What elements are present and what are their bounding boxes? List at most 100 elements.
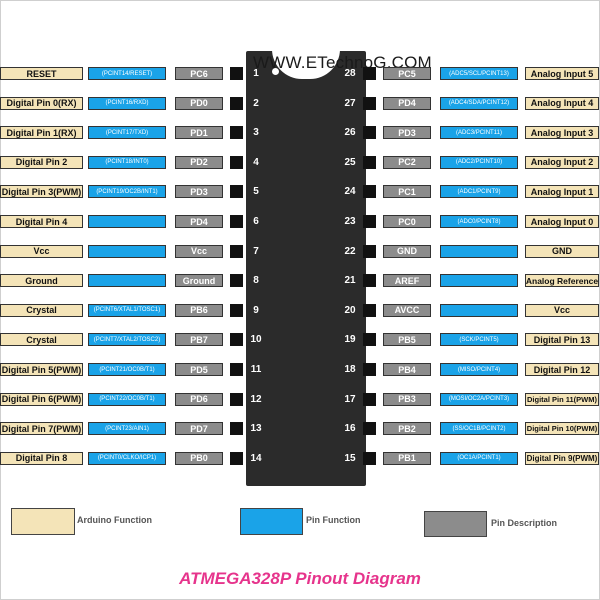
left-pin-number: 1 [253, 68, 259, 79]
left-pin-number: 13 [250, 423, 262, 435]
right-pin-function: (MOSI/OC2A/PCINT3) [440, 392, 518, 406]
right-arduino-label: GND [525, 244, 599, 258]
right-pin-function [440, 274, 518, 288]
legend-label-port: Pin Description [491, 518, 558, 528]
right-pin-number: 28 [344, 68, 356, 79]
right-pin-function: (SS/OC1B/PCINT2) [440, 422, 518, 436]
right-arduino-label: Analog Input 3 [525, 126, 599, 140]
left-pin-function [88, 215, 166, 228]
right-arduino-label: Digital Pin 12 [525, 363, 599, 376]
right-pin-pad [363, 67, 376, 80]
left-arduino-label: Digital Pin 2 [0, 155, 83, 169]
right-pin-pad [363, 451, 376, 465]
right-pin-function [440, 303, 518, 317]
left-arduino-label: Digital Pin 4 [0, 215, 83, 228]
right-arduino-label: Analog Input 2 [525, 155, 599, 169]
left-pin-pad [230, 363, 243, 376]
right-pin-pad [363, 274, 376, 288]
left-pin-pad [230, 126, 243, 140]
right-pin-pad [363, 185, 376, 199]
right-pin-pad [363, 96, 376, 110]
right-pin-pad [363, 155, 376, 169]
right-pin-number: 16 [344, 423, 356, 435]
right-pin-function [440, 244, 518, 258]
right-pin-number: 19 [344, 334, 356, 346]
left-pin-function: (PCINT14/RESET) [88, 67, 166, 80]
left-port-label: PD2 [175, 155, 223, 169]
left-pin-pad [230, 185, 243, 199]
left-pin-number: 7 [253, 245, 259, 257]
right-pin-function: (MISO/PCINT4) [440, 363, 518, 376]
right-pin-function: (SCK/PCINT5) [440, 333, 518, 347]
right-pin-number: 25 [344, 156, 356, 168]
left-arduino-label: Digital Pin 8 [0, 451, 83, 465]
left-pin-number: 4 [253, 156, 259, 168]
right-pin-pad [363, 422, 376, 436]
right-port-label: PB2 [383, 422, 431, 436]
right-pin-function: (ADC0/PCINT8) [440, 215, 518, 228]
right-pin-function: (ADC5/SCL/PCINT13) [440, 67, 518, 80]
right-pin-pad [363, 126, 376, 140]
left-pin-number: 8 [253, 275, 259, 287]
left-port-label: PC6 [175, 67, 223, 80]
right-pin-number: 21 [344, 275, 356, 287]
left-pin-pad [230, 274, 243, 288]
legend-swatch-arduino [11, 508, 75, 535]
left-pin-function [88, 244, 166, 258]
right-pin-function: (ADC2/PCINT10) [440, 155, 518, 169]
left-pin-function: (PCINT0/CLKO/ICP1) [88, 451, 166, 465]
right-pin-pad [363, 244, 376, 258]
right-port-label: PD4 [383, 96, 431, 110]
right-port-label: PC5 [383, 67, 431, 80]
left-pin-pad [230, 333, 243, 347]
left-pin-number: 10 [250, 334, 262, 346]
right-arduino-label: Analog Input 4 [525, 96, 599, 110]
right-pin-number: 20 [344, 304, 356, 316]
diagram-title: ATMEGA328P Pinout Diagram [179, 569, 421, 588]
legend-label-function: Pin Function [306, 515, 361, 525]
left-port-label: PD3 [175, 185, 223, 199]
left-pin-function: (PCINT17/TXD) [88, 126, 166, 140]
left-port-label: PB6 [175, 303, 223, 317]
left-arduino-label: Digital Pin 6(PWM) [0, 392, 83, 406]
right-port-label: PB1 [383, 451, 431, 465]
right-pin-function: (ADC4/SDA/PCINT12) [440, 96, 518, 110]
right-pin-function: (ADC1/PCINT9) [440, 185, 518, 199]
right-port-label: PB5 [383, 333, 431, 347]
right-port-label: PB4 [383, 363, 431, 376]
legend-swatch-function [240, 508, 303, 535]
left-arduino-label: Digital Pin 0(RX) [0, 96, 83, 110]
right-port-label: GND [383, 244, 431, 258]
left-pin-function: (PCINT22/OC0B/T1) [88, 392, 166, 406]
right-arduino-label: Analog Input 1 [525, 185, 599, 199]
right-arduino-label: Digital Pin 11(PWM) [525, 392, 599, 406]
right-port-label: PD3 [383, 126, 431, 140]
pin1-marker-dot [272, 68, 279, 75]
right-port-label: AREF [383, 274, 431, 288]
left-arduino-label: Crystal [0, 333, 83, 347]
right-pin-pad [363, 392, 376, 406]
right-pin-pad [363, 363, 376, 376]
left-port-label: PD4 [175, 215, 223, 228]
right-port-label: AVCC [383, 303, 431, 317]
left-pin-function: (PCINT19/OC2B/INT1) [88, 185, 166, 199]
left-port-label: Ground [175, 274, 223, 288]
right-port-label: PC1 [383, 185, 431, 199]
left-arduino-label: Ground [0, 274, 83, 288]
legend-label-arduino: Arduino Function [77, 515, 152, 525]
left-arduino-label: Digital Pin 3(PWM) [0, 185, 83, 199]
right-pin-function: (OC1A/PCINT1) [440, 451, 518, 465]
left-pin-number: 3 [253, 127, 259, 139]
left-arduino-label: Digital Pin 7(PWM) [0, 422, 83, 436]
right-pin-number: 15 [344, 452, 356, 464]
left-port-label: PB7 [175, 333, 223, 347]
right-pin-number: 17 [344, 393, 356, 405]
right-pin-number: 24 [344, 186, 356, 198]
left-port-label: Vcc [175, 244, 223, 258]
left-pin-pad [230, 67, 243, 80]
right-pin-number: 27 [344, 97, 356, 109]
left-pin-function: (PCINT6/XTAL1/TOSC1) [88, 303, 166, 317]
right-pin-number: 23 [344, 216, 356, 227]
left-arduino-label: RESET [0, 67, 83, 80]
left-pin-function: (PCINT18/INT0) [88, 155, 166, 169]
